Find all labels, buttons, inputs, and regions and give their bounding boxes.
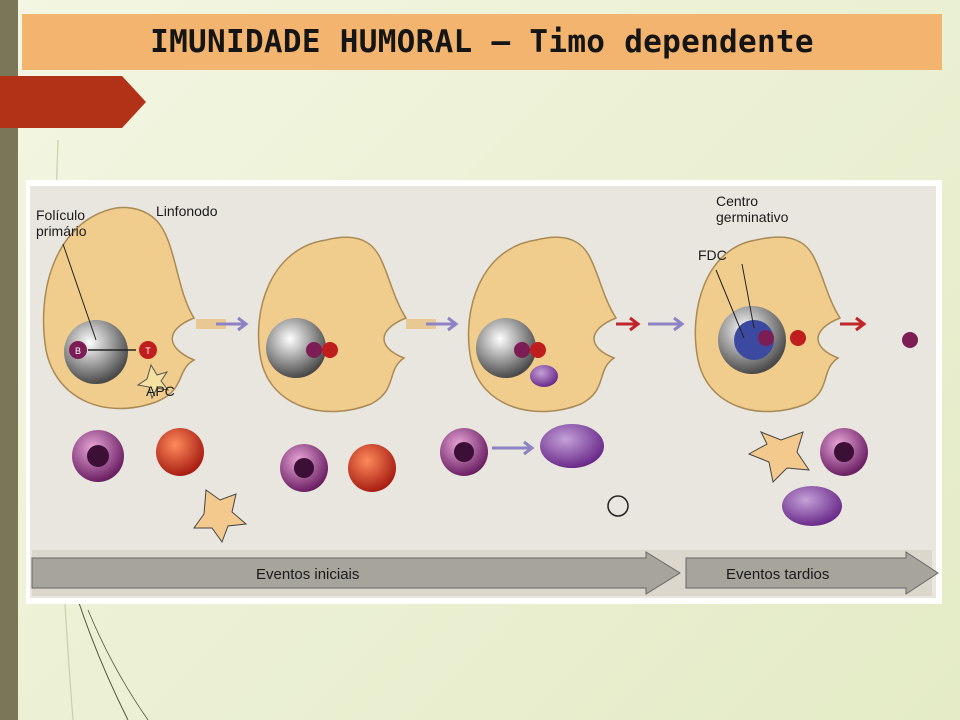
t-cell-label: T: [145, 346, 151, 356]
b-cell-marker: [69, 341, 87, 359]
label-centro-2: germinativo: [716, 209, 789, 225]
left-side-bar: [0, 0, 18, 720]
lymph-node-2: [257, 236, 408, 413]
label-foliculo-2: primário: [36, 223, 87, 239]
timeline-late-label: Eventos tardios: [726, 566, 829, 583]
timeline-late-arrow: [685, 551, 939, 595]
lymph-node-1: B T APC: [42, 206, 196, 410]
arrow-1: [216, 316, 249, 332]
arrow-2: [426, 316, 459, 332]
apc-label: APC: [146, 383, 175, 399]
fdc-cell: [747, 431, 810, 484]
immune-response-diagram: B T APC Folículo primário Linfonodo: [30, 186, 939, 598]
antibody-release-arrow-2: [840, 316, 867, 332]
lymph-node-3: [467, 236, 618, 413]
label-centro-1: Centro: [716, 193, 758, 209]
diagram-figure: B T APC Folículo primário Linfonodo: [26, 180, 942, 604]
label-linfonodo: Linfonodo: [156, 203, 218, 219]
follicle-pointer: [62, 243, 97, 341]
page-title: IMUNIDADE HUMORAL – Timo dependente: [150, 24, 814, 60]
plasma-cell-1: [540, 424, 604, 468]
primary-follicle: [64, 320, 128, 384]
slide-tab-arrow: [0, 76, 146, 128]
timeline-early-label: Eventos iniciais: [256, 566, 359, 583]
t-cell-marker: [139, 341, 157, 359]
plasma-cell-2: [782, 486, 842, 526]
cell-interactions-row: [72, 424, 868, 544]
lymph-node-4: [694, 236, 842, 413]
label-fdc: FDC: [698, 247, 727, 263]
label-foliculo-1: Folículo: [36, 207, 85, 223]
apc-star: [136, 363, 170, 400]
timeline-early-arrow: [31, 551, 681, 595]
antibody-release-arrow-1: [616, 316, 641, 332]
title-bar: IMUNIDADE HUMORAL – Timo dependente: [22, 14, 942, 70]
germinal-center: [734, 320, 774, 360]
apc-cell: [193, 489, 248, 544]
antibody-cluster: [607, 495, 629, 517]
arrow-3: [648, 316, 685, 332]
b-cell-label: B: [75, 346, 81, 356]
